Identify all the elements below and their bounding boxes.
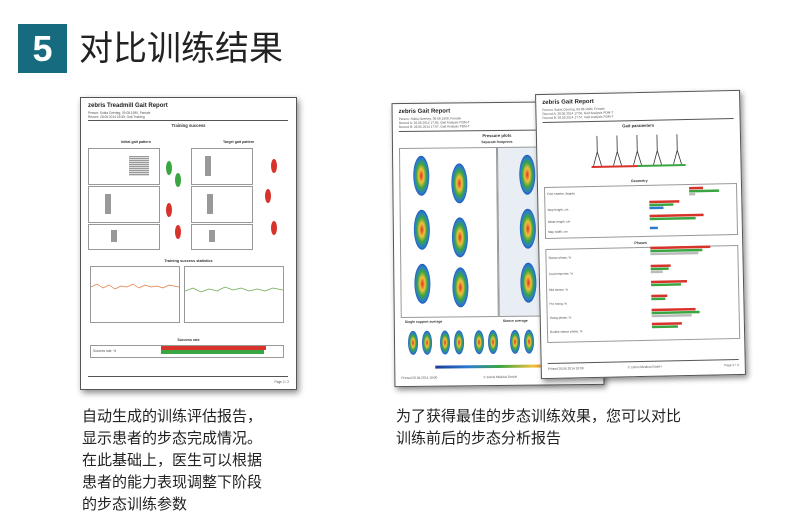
bar (207, 194, 213, 214)
footer-divider (88, 376, 288, 377)
caption-left: 自动生成的训练评估报告， 显示患者的步态完成情况。 在此基础上，医生可以根据 患… (82, 407, 263, 513)
report-title: zebris Gait Report (398, 108, 451, 116)
row-label: Step width, cm (548, 230, 568, 234)
row-label: Foot rotation, degree (547, 191, 575, 196)
bar (105, 194, 111, 214)
section-number: 5 (32, 27, 53, 69)
bar (129, 156, 149, 176)
footer-printed: Printed 28.06.2014 18:00 (401, 375, 438, 381)
page-number: Page 2 / 2 (274, 380, 289, 384)
rate-bar-green (161, 350, 264, 354)
target-panel-3 (191, 224, 253, 250)
bar (205, 156, 211, 176)
rate-bar-red (161, 346, 266, 350)
parameter-bars: Foot rotation, degree Step length, cm St… (547, 186, 720, 334)
section-number-badge: 5 (18, 24, 67, 73)
section-title: 对比训练结果 (79, 29, 283, 69)
row-label: Stride length, cm (548, 219, 571, 223)
report-meta-3: Record B: 28.06.2014 17:57, Gait Analysi… (542, 114, 614, 121)
initial-panel-2 (88, 186, 160, 223)
footer-printed: Printed 28.06.2014 18:00 (547, 366, 584, 371)
page-number: Page 2 / 4 (724, 362, 739, 368)
single-support-label: Single support average (404, 319, 443, 324)
report-subtitle: Training success (171, 123, 206, 128)
report-meta-2: Record: 28.06.2014 18:55, Gait Training (88, 115, 145, 119)
report-title: zebris Gait Report (542, 98, 594, 107)
report-title: zebris Treadmill Gait Report (88, 103, 168, 109)
row-label: Load response, % (549, 271, 574, 276)
footer-copyright: © zebris Medical GmbH (483, 374, 518, 380)
target-footprints (265, 159, 277, 235)
row-label: Pre swing, % (549, 302, 567, 306)
target-gait-label: Target gait pattern (223, 140, 255, 144)
rate-row-label: Success rate, % (93, 349, 117, 353)
stats-chart-2 (184, 266, 284, 323)
stats-line-right (185, 286, 283, 293)
initial-gait-label: Initial gait pattern (121, 140, 151, 144)
report-section: Gait parameters (622, 122, 655, 129)
initial-footprints (166, 161, 181, 239)
initial-panel-1 (88, 148, 160, 185)
row-label: Double stance phase, % (550, 329, 583, 334)
gait-parameters-report-thumbnail[interactable]: zebris Gait Report Person: Sobia Ozerteg… (535, 89, 746, 380)
rate-row (90, 345, 284, 358)
stance-average-label: Stance average (502, 318, 528, 323)
row-label: Stance phase, % (548, 255, 571, 259)
target-panel-2 (191, 186, 253, 223)
bar (111, 230, 117, 242)
row-label: Mid stance, % (549, 288, 568, 292)
treadmill-gait-report-thumbnail[interactable]: zebris Treadmill Gait Report Person: Sob… (80, 97, 297, 390)
caption-right: 为了获得最佳的步态训练效果，您可以对比 训练前后的步态分析报告 (396, 407, 682, 447)
bar (209, 230, 215, 242)
initial-panel-3 (88, 224, 160, 250)
gait-cycle-figures (591, 134, 686, 169)
target-panel-1 (191, 148, 253, 185)
rate-title: Success rate (177, 338, 200, 342)
report-meta-3: Record B: 28.06.2014 17:57, Gait Analysi… (398, 124, 470, 130)
footer-copyright: © zebris Medical GmbH (627, 364, 662, 370)
footer-divider (547, 358, 739, 364)
stats-line-left (91, 283, 179, 290)
stats-chart (90, 266, 180, 323)
row-label: Swing phase, % (550, 315, 572, 319)
report-meta: Person: Sobia Ozerteg, 09.08.1990, Femal… (88, 111, 151, 115)
row-label: Step length, cm (547, 207, 568, 211)
stats-title: Training success statistics (164, 259, 213, 263)
divider (88, 120, 288, 121)
